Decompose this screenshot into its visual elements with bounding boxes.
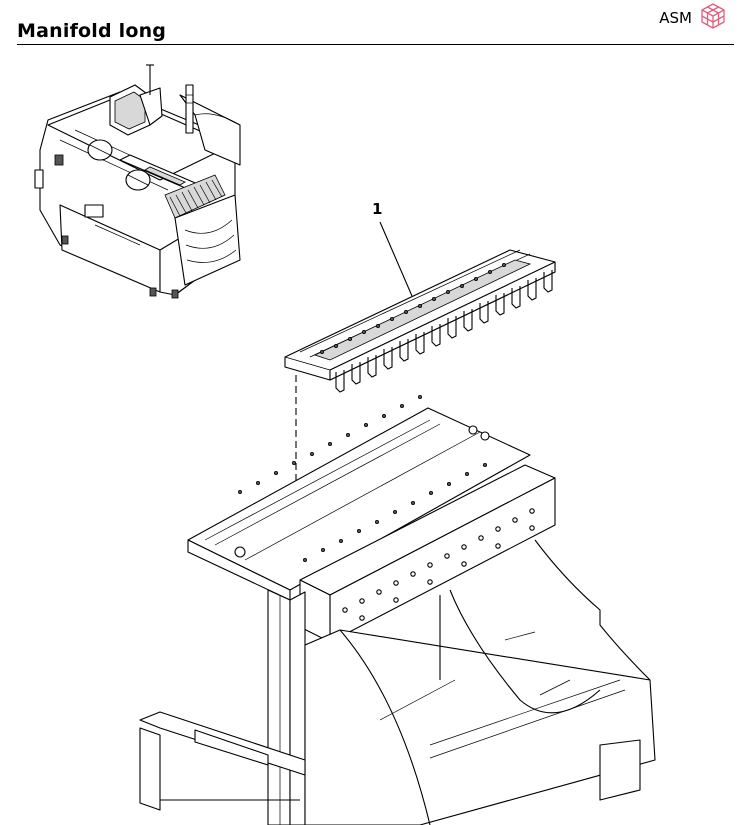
page-title: Manifold long <box>17 20 167 42</box>
manifold-long-part <box>284 249 556 393</box>
brand-name: ASM <box>659 9 692 27</box>
machine-overview-thumbnail <box>34 64 241 299</box>
feeder-trolley <box>139 394 656 825</box>
callout-leader-1 <box>379 221 413 297</box>
callout-label-1: 1 <box>372 200 383 218</box>
cube-logo-icon <box>701 3 725 29</box>
title-rule <box>17 44 734 45</box>
